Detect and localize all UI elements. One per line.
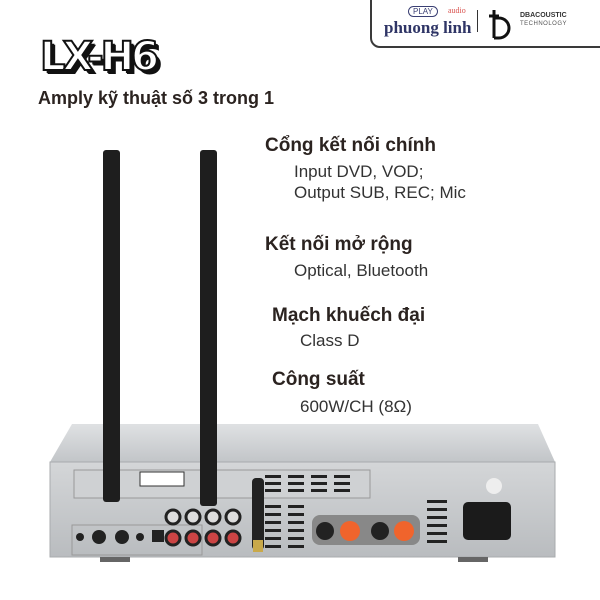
dbacoustic-logo-icon [489, 10, 511, 40]
play-logo: PLAY [408, 6, 438, 17]
store-logo: phuong linh [384, 18, 472, 37]
speaker-terminals [312, 515, 420, 545]
partner-tagline: TECHNOLOGY [520, 21, 568, 27]
antenna-right [200, 150, 217, 506]
spec-value: Output SUB, REC; Mic [294, 183, 466, 202]
power-socket [463, 502, 511, 540]
spec-title: Kết nối mở rộng [265, 234, 413, 255]
optical-port [152, 530, 164, 542]
antenna-left [103, 150, 120, 502]
spec-value: Optical, Bluetooth [294, 261, 429, 280]
spec-value: 600W/CH (8Ω) [300, 397, 412, 416]
spec-title: Mạch khuếch đại [272, 305, 426, 326]
audio-logo-text: audio [448, 6, 466, 15]
chassis-top [50, 424, 555, 462]
partner-logo: DBACOUSTIC [520, 12, 567, 19]
spec-value: Input DVD, VOD; [294, 162, 424, 181]
rca-ports [164, 508, 242, 547]
spec-value: Class D [300, 331, 360, 350]
product-subtitle: Amply kỹ thuật số 3 trong 1 [38, 88, 275, 108]
logo-divider [477, 10, 478, 32]
spec-title: Công suất [272, 369, 365, 390]
spec-title: Cổng kết nối chính [265, 135, 436, 156]
vent-grille [265, 475, 447, 548]
mic-jacks [76, 530, 144, 544]
bluetooth-antenna [252, 478, 264, 550]
product-model: LX-H6 [39, 33, 160, 81]
